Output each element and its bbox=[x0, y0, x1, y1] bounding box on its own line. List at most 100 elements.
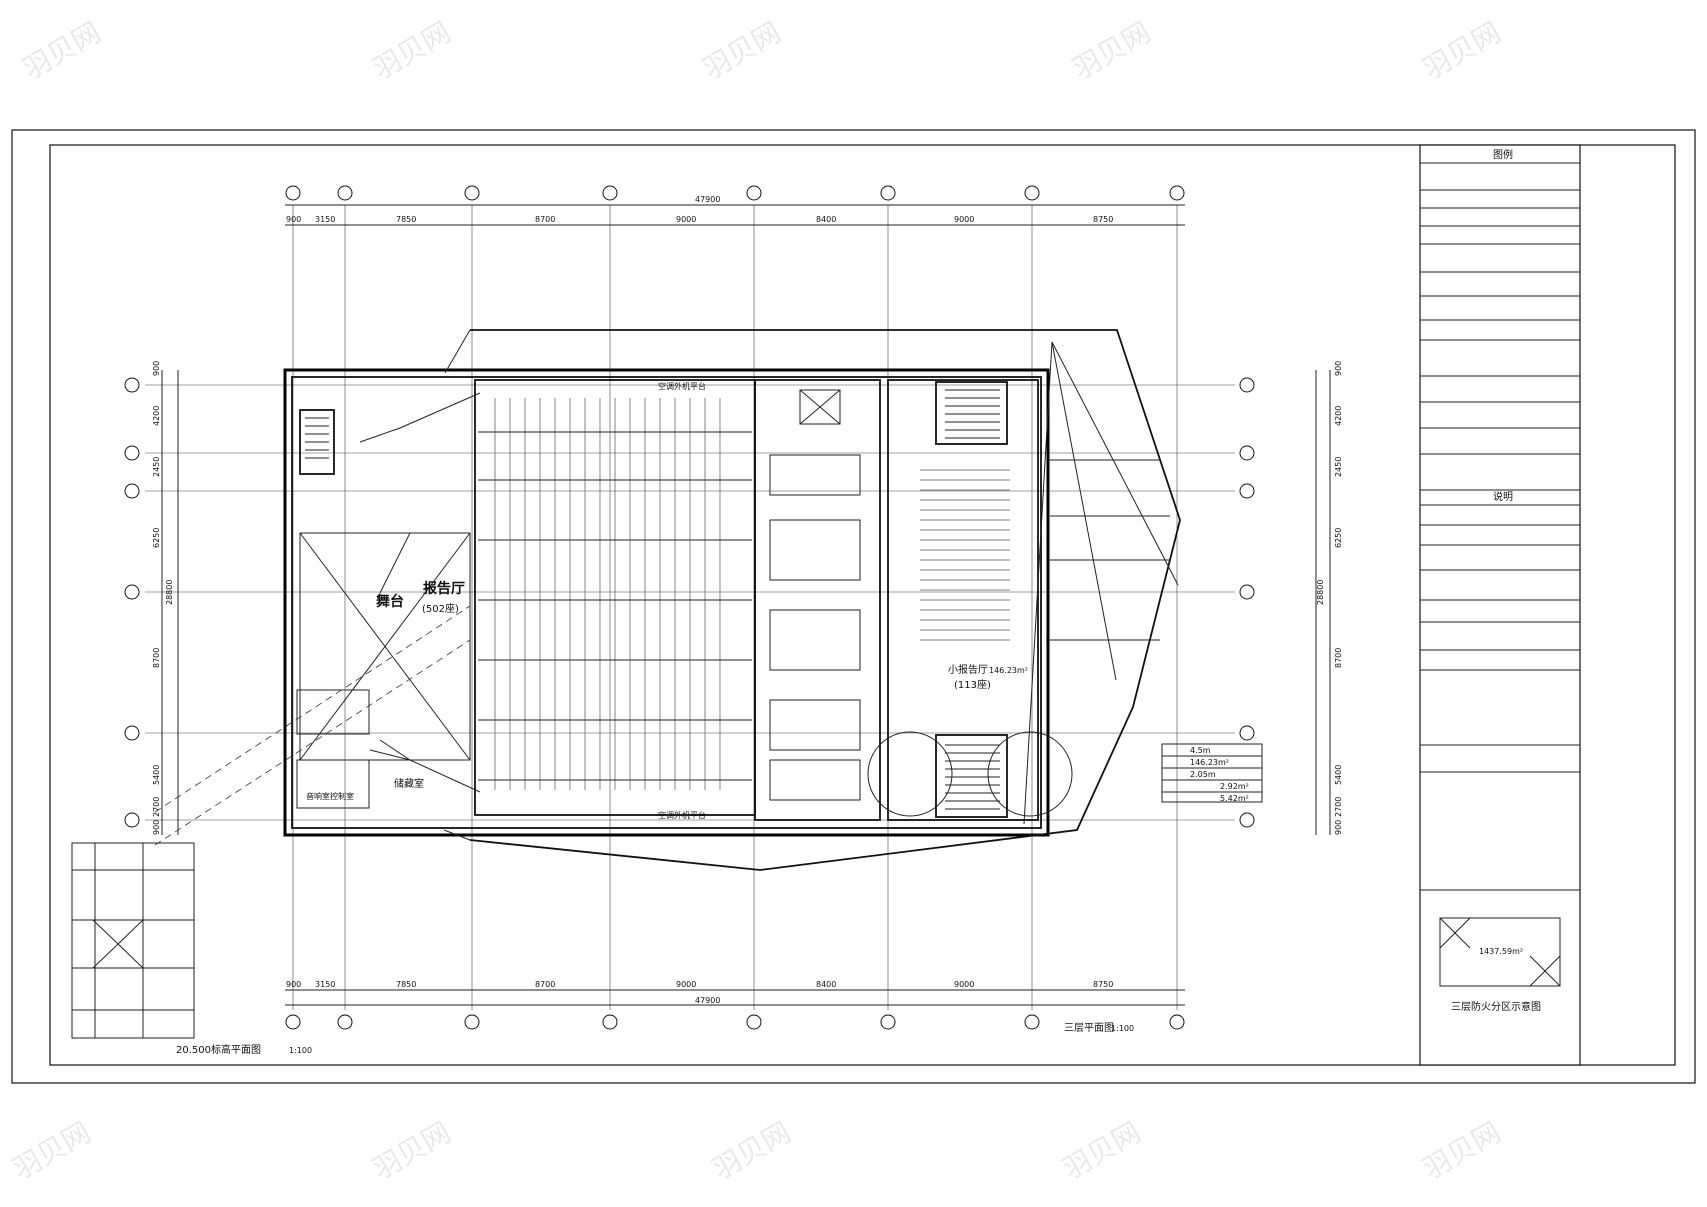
watermark-text: 羽贝网 bbox=[1067, 15, 1156, 86]
main-plan-title: 三层平面图 1:100 bbox=[1064, 1022, 1134, 1034]
grid-bubble bbox=[337, 185, 353, 201]
bottom-dimension-segment: 8400 bbox=[816, 980, 836, 989]
right-dimension-segment: 5400 bbox=[1334, 765, 1343, 785]
stage-label: 舞台 bbox=[376, 593, 404, 610]
bottom-dimension-segment: 8750 bbox=[1093, 980, 1113, 989]
grid-bubble bbox=[124, 725, 140, 741]
grid-bubble bbox=[124, 584, 140, 600]
right-dimensions: 28800 900 4200 2450 6250 8700 5400 2700 … bbox=[1315, 361, 1343, 835]
aircon-platform-label-top: 空调外机平台 bbox=[658, 381, 706, 391]
top-dimension-segment: 900 bbox=[286, 215, 301, 224]
small-hall-seat-count: (113座) bbox=[954, 678, 991, 691]
left-dimension-segment: 6250 bbox=[152, 528, 161, 548]
auditorium-diagonal-aisles bbox=[359, 392, 481, 793]
left-service-rooms: 音响室控制室 储藏室 bbox=[296, 689, 424, 809]
info-box-value: 2.92m² bbox=[1220, 782, 1249, 791]
right-dimension-segment: 900 bbox=[1334, 820, 1343, 835]
main-plan-scale: 1:100 bbox=[1111, 1024, 1134, 1033]
watermark-text: 羽贝网 bbox=[1417, 1115, 1506, 1186]
right-dimension-segment: 2700 bbox=[1334, 797, 1343, 817]
info-box-value: 146.23m² bbox=[1190, 758, 1229, 767]
grid-bubble bbox=[124, 483, 140, 499]
top-dimension-segment: 8700 bbox=[535, 215, 555, 224]
secondary-plan-scale: 1:100 bbox=[289, 1046, 312, 1055]
control-room-label: 音响室控制室 bbox=[306, 791, 354, 801]
small-hall-label: 小报告厅 bbox=[948, 663, 988, 676]
info-box-value: 2.05m bbox=[1190, 770, 1216, 779]
auditorium-row-lines bbox=[478, 431, 752, 781]
grid-bubble bbox=[1024, 185, 1040, 201]
grid-bubble bbox=[1239, 445, 1255, 461]
grid-bubble bbox=[124, 445, 140, 461]
room-label-group: 空调外机平台 空调外机平台 bbox=[658, 381, 706, 820]
bottom-total-dimension: 47900 bbox=[695, 996, 720, 1005]
watermark-text: 羽贝网 bbox=[1417, 15, 1506, 86]
grid-bubble bbox=[1169, 185, 1185, 201]
left-dimension-segment: 4200 bbox=[152, 406, 161, 426]
right-dimension-segment: 2450 bbox=[1334, 457, 1343, 477]
middle-core bbox=[754, 379, 881, 821]
watermark-text: 羽贝网 bbox=[367, 15, 456, 86]
bottom-dimension-segment: 9000 bbox=[676, 980, 696, 989]
legend-title: 图例 bbox=[1493, 148, 1513, 161]
grid-bubble bbox=[124, 377, 140, 393]
legend-panel: 图例 说明 bbox=[1419, 144, 1581, 1066]
grid-bubble bbox=[1169, 1014, 1185, 1030]
grid-bubble bbox=[880, 1014, 896, 1030]
stage-area: 舞台 bbox=[299, 532, 471, 761]
right-stairs bbox=[867, 381, 1073, 818]
main-building-outline bbox=[283, 329, 1181, 871]
left-dashed-lines bbox=[154, 605, 471, 846]
aircon-platform-label-bottom: 空调外机平台 bbox=[658, 810, 706, 820]
grid-bubble bbox=[337, 1014, 353, 1030]
storage-label: 储藏室 bbox=[394, 777, 424, 790]
inner-sheet-frame bbox=[49, 144, 1676, 1066]
fire-zone-area: 1437.59m² bbox=[1479, 947, 1523, 956]
fire-zone-title: 三层防火分区示意图 bbox=[1451, 1000, 1541, 1013]
right-total-dimension: 28800 bbox=[1316, 580, 1325, 605]
top-dimension-segment: 9000 bbox=[954, 215, 974, 224]
secondary-plan-title: 20.500标高平面图 bbox=[176, 1043, 261, 1056]
watermark-text: 羽贝网 bbox=[1057, 1115, 1146, 1186]
bottom-dimension-segment: 7850 bbox=[396, 980, 416, 989]
main-plan-title-text: 三层平面图 bbox=[1064, 1022, 1114, 1034]
info-box-value: 5.42m² bbox=[1220, 794, 1249, 803]
small-auditorium: 小报告厅 146.23m² (113座) bbox=[887, 379, 1039, 821]
column-grid-top bbox=[285, 185, 1185, 201]
right-dimension-segment: 900 bbox=[1334, 361, 1343, 376]
left-dimension-segment: 2450 bbox=[152, 457, 161, 477]
grid-bubble bbox=[285, 185, 301, 201]
watermark-text: 羽贝网 bbox=[697, 15, 786, 86]
top-dimension-segment: 3150 bbox=[315, 215, 335, 224]
main-hall-label: 报告厅 bbox=[423, 580, 465, 597]
grid-bubble bbox=[1024, 1014, 1040, 1030]
grid-bubble bbox=[602, 185, 618, 201]
main-hall-seat-count: (502座) bbox=[422, 602, 459, 615]
top-dimension-segment: 8400 bbox=[816, 215, 836, 224]
left-detail-drawing: 20.500标高平面图 1:100 bbox=[71, 842, 312, 1056]
grid-bubble bbox=[464, 1014, 480, 1030]
grid-bubble bbox=[124, 812, 140, 828]
grid-bubble bbox=[746, 1014, 762, 1030]
watermark-text: 羽贝网 bbox=[367, 1115, 456, 1186]
top-total-dimension: 47900 bbox=[695, 195, 720, 204]
info-box-value: 4.5m bbox=[1190, 746, 1211, 755]
bottom-dimension-segment: 8700 bbox=[535, 980, 555, 989]
bottom-dimension-segment: 9000 bbox=[954, 980, 974, 989]
small-hall-area: 146.23m² bbox=[989, 666, 1028, 675]
left-dimension-segment: 8700 bbox=[152, 648, 161, 668]
bottom-dimension-segment: 900 bbox=[286, 980, 301, 989]
left-dimensions: 28800 900 4200 2450 6250 8700 5400 2700 … bbox=[152, 361, 179, 835]
right-dimension-segment: 6250 bbox=[1334, 528, 1343, 548]
left-total-dimension: 28800 bbox=[165, 580, 174, 605]
bottom-dimension-segment: 3150 bbox=[315, 980, 335, 989]
grid-bubble bbox=[1239, 725, 1255, 741]
grid-bubble bbox=[602, 1014, 618, 1030]
row-grid-left bbox=[124, 377, 140, 828]
info-table: 4.5m 146.23m² 2.05m 2.92m² 5.42m² bbox=[1161, 743, 1263, 803]
row-grid-right bbox=[1239, 377, 1255, 828]
grid-bubble bbox=[1239, 483, 1255, 499]
left-dimension-segment: 900 bbox=[152, 361, 161, 376]
